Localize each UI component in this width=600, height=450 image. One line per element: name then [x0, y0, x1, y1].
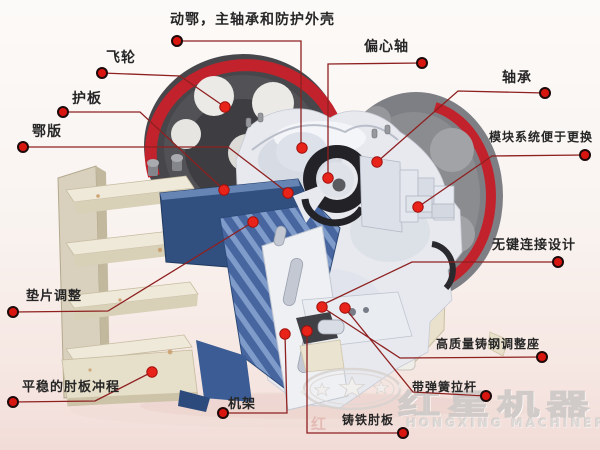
label-module-system-easy-replace: 模块系统便于更换	[489, 130, 594, 144]
label-shim-adjustment: 垫片调整	[26, 289, 83, 304]
line-adjusting-seat	[321, 306, 543, 359]
label-smooth-toggle-stroke: 平稳的肘板冲程	[22, 380, 121, 395]
label-spring-tie-rod: 带弹簧拉杆	[412, 380, 478, 394]
line-bearing	[376, 90, 546, 163]
star-emblem-watermark	[299, 367, 404, 411]
line-module-system	[417, 154, 586, 208]
label-guard-plate: 护板	[72, 91, 102, 107]
label-cast-steel-adjusting-seat: 高质量铸钢调整座	[436, 337, 541, 351]
line-cast-iron-toggle	[306, 331, 403, 434]
line-smooth-toggle-stroke	[12, 371, 153, 403]
label-cast-iron-toggle-plate: 铸铁肘板	[342, 413, 395, 427]
label-end-dots	[7, 35, 591, 439]
label-eccentric-shaft: 偏心轴	[364, 39, 409, 55]
line-keyless-connection	[323, 261, 558, 305]
line-moving-jaw	[177, 40, 302, 148]
hongxing-logo-en: HONGXING MACHINERY	[406, 416, 600, 430]
line-shim-adjustment	[12, 221, 254, 313]
label-flywheel: 飞轮	[106, 50, 136, 66]
line-frame	[223, 333, 288, 414]
line-jaw-plate	[23, 146, 289, 194]
eccentric-shaft-cutaway	[276, 132, 456, 291]
label-frame: 机架	[228, 397, 257, 412]
line-eccentric-shaft	[327, 62, 423, 178]
label-moving-jaw-main-bearing-housing: 动鄂，主轴承和防护外壳	[170, 12, 335, 28]
label-bearing: 轴承	[502, 70, 532, 86]
callout-lines	[12, 40, 586, 434]
label-jaw-plate: 鄂版	[32, 124, 62, 140]
label-keyless-connection-design: 无键连接设计	[492, 238, 577, 253]
line-spring-tie-rod	[344, 307, 487, 397]
hongxing-stamp-char: 红	[311, 415, 327, 433]
line-guard-plate	[63, 111, 225, 191]
toggle-mechanism	[296, 291, 413, 373]
line-flywheel	[101, 72, 226, 108]
machine-end-dots	[146, 101, 424, 378]
